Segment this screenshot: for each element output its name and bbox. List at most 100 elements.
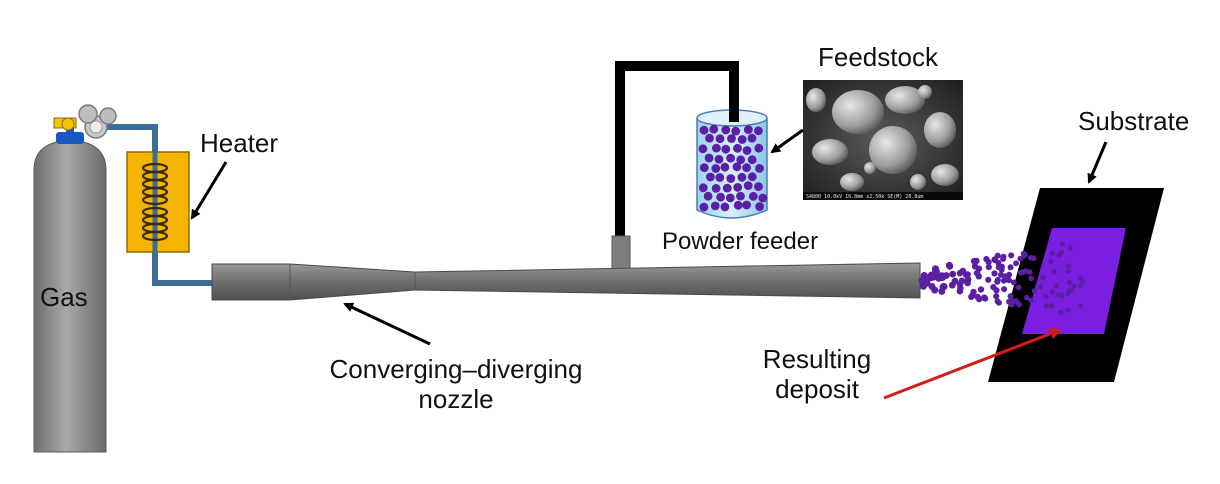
- spray-particle: [1053, 283, 1059, 289]
- spray-particle: [1077, 275, 1083, 281]
- spray-particle: [1043, 293, 1049, 300]
- spray-particle: [973, 269, 981, 277]
- feeder-particle: [737, 135, 747, 144]
- spray-particle: [993, 293, 1000, 300]
- spray-particle: [1056, 252, 1062, 258]
- feeder-particle: [742, 163, 751, 173]
- feeder-particle: [726, 153, 735, 163]
- substrate-arrow: [1087, 141, 1108, 184]
- spray-particle: [932, 268, 939, 276]
- feeder-particle: [727, 134, 736, 143]
- feeder-particle: [711, 164, 721, 173]
- spray-particle: [1015, 284, 1022, 291]
- spray-particle: [928, 283, 936, 290]
- feeder-particle: [698, 183, 708, 193]
- spray-particle: [971, 263, 979, 270]
- spray-particle: [1049, 303, 1055, 309]
- spray-particle: [946, 262, 953, 269]
- feeder-particle: [754, 182, 763, 192]
- feeder-particle: [704, 153, 714, 163]
- feeder-particle: [722, 183, 732, 193]
- spray-particle: [994, 276, 1001, 283]
- spray-particle: [1048, 258, 1054, 265]
- spray-particle: [1040, 274, 1046, 281]
- feeder-particle: [703, 191, 713, 201]
- feeder-particle: [699, 125, 709, 135]
- feeder-particle: [754, 126, 763, 136]
- spray-particle: [1049, 289, 1056, 295]
- spray-particle: [1051, 269, 1057, 275]
- spray-particle: [1078, 303, 1083, 309]
- feeder-particle: [706, 172, 715, 182]
- spray-particle: [1006, 277, 1012, 284]
- spray-particle: [964, 271, 971, 278]
- spray-particle: [1013, 298, 1019, 304]
- particle-spray: [918, 241, 1085, 316]
- spray-particle: [958, 277, 966, 285]
- spray-particle: [995, 264, 1002, 271]
- spray-particle: [1028, 275, 1034, 282]
- feeder-particle: [705, 133, 714, 143]
- spray-particle: [1037, 284, 1044, 290]
- feeder-particle: [716, 192, 725, 202]
- feeder-particle: [720, 202, 730, 212]
- spray-particle: [1023, 268, 1029, 274]
- spray-particle: [1068, 245, 1073, 251]
- spray-particle: [940, 282, 948, 290]
- nozzle-label-line2: nozzle: [418, 384, 494, 414]
- micrograph-caption: S4800 10.0kV 16.8mm x2.50k SE(M) 20.0um: [806, 194, 923, 200]
- feeder-particle: [743, 125, 753, 135]
- spray-particle: [983, 256, 990, 263]
- spray-particle: [1065, 307, 1071, 313]
- spray-particle: [942, 272, 950, 279]
- feeder-particle: [736, 191, 745, 201]
- feeder-particle: [712, 143, 721, 153]
- spray-particle: [1008, 252, 1015, 259]
- feeder-particle: [698, 144, 708, 154]
- feeder-particle: [747, 155, 757, 165]
- feeder-particle: [743, 181, 753, 191]
- spray-particle: [1059, 241, 1065, 247]
- powder-feeder-label: Powder feeder: [662, 228, 819, 255]
- feeder-particles: [698, 124, 768, 212]
- feeder-particle: [748, 191, 758, 201]
- spray-particle: [970, 288, 977, 296]
- spray-particle: [1000, 277, 1007, 284]
- feeder-particle: [720, 162, 730, 172]
- spray-particle: [1006, 298, 1013, 305]
- substrate-label: Substrate: [1078, 106, 1190, 136]
- spray-particle: [990, 284, 997, 291]
- deposit-label-line2: deposit: [775, 374, 859, 404]
- feeder-particle: [699, 163, 709, 173]
- feeder-particle: [715, 134, 725, 144]
- feeder-particle: [747, 133, 757, 143]
- spray-particle: [1065, 268, 1071, 274]
- spray-particle: [985, 264, 992, 271]
- spray-particle: [1078, 283, 1084, 288]
- spray-particle: [1010, 279, 1017, 286]
- feeder-particle: [714, 154, 724, 164]
- spray-particle: [1001, 286, 1008, 293]
- nozzle-label: Converging–diverging nozzle: [296, 354, 616, 414]
- feeder-particle: [725, 193, 735, 203]
- spray-particle: [995, 259, 1002, 266]
- spray-particle: [1000, 255, 1007, 262]
- spray-particle: [1030, 255, 1037, 261]
- spray-particle: [935, 274, 943, 282]
- spray-particle: [959, 267, 967, 275]
- pressure-regulator-icon: [53, 104, 117, 139]
- spray-particle: [949, 270, 957, 278]
- spray-particle: [1024, 294, 1030, 301]
- feeder-particle: [755, 164, 764, 173]
- spray-particle: [996, 299, 1002, 306]
- deposit-label-line1: Resulting: [762, 344, 872, 374]
- heater-label: Heater: [200, 128, 279, 158]
- feedstock-label: Feedstock: [818, 42, 938, 72]
- feeder-particle: [731, 126, 741, 136]
- feeder-particle: [733, 200, 743, 210]
- heater-coil-icon: [126, 151, 190, 253]
- feeder-particle: [711, 184, 721, 193]
- feeder-particle: [747, 172, 757, 182]
- feeder-particle: [733, 183, 743, 192]
- spray-particle: [920, 272, 928, 280]
